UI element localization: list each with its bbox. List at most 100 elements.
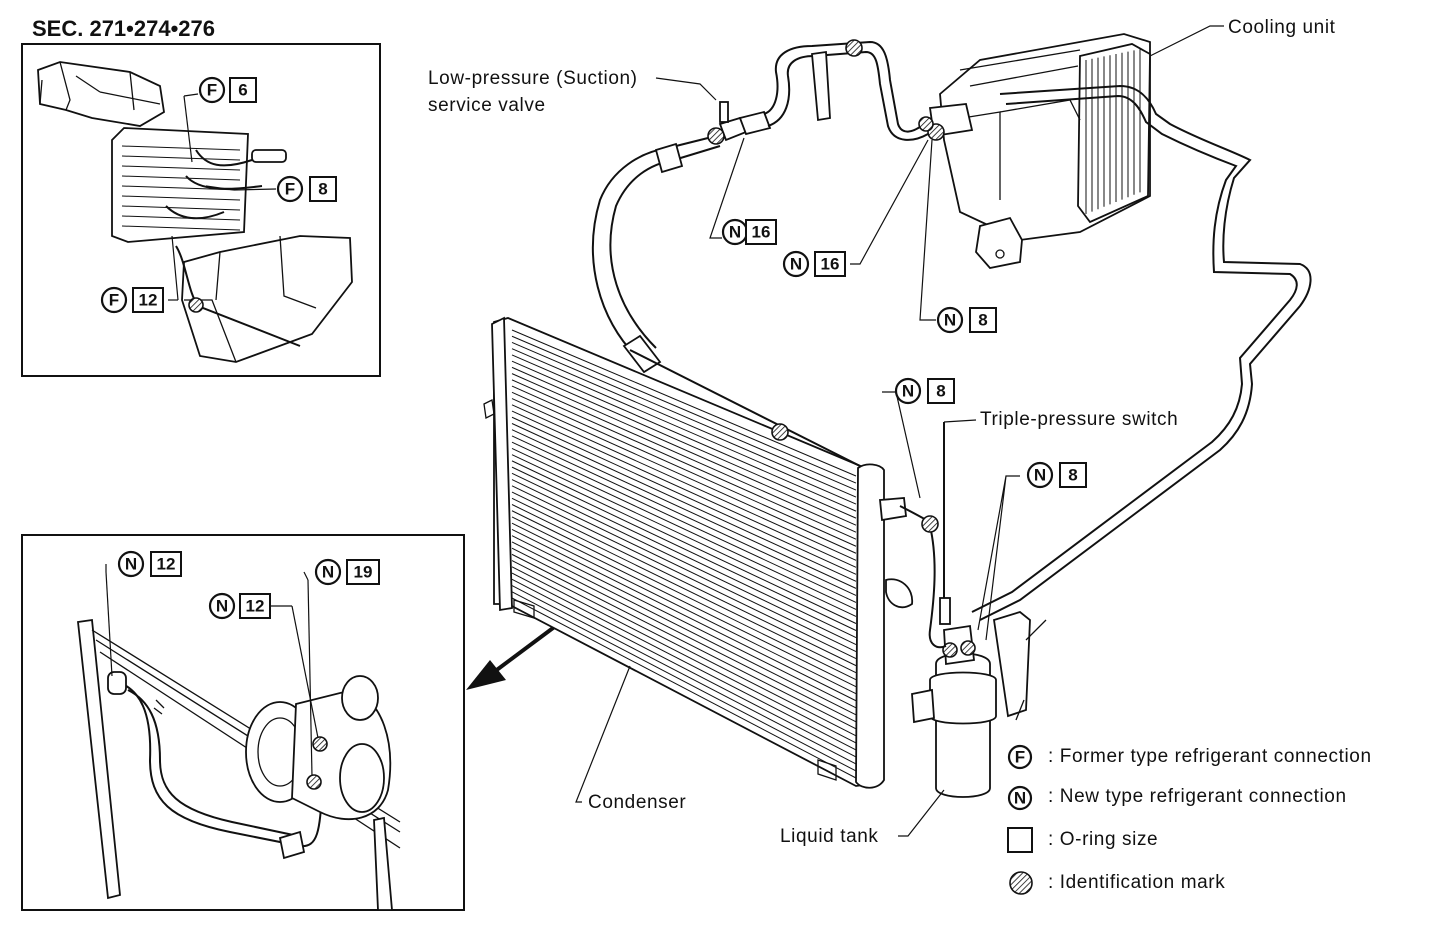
- condenser-fin-line: [511, 423, 857, 582]
- condenser-fin-line: [511, 335, 857, 484]
- callout-n12-right-size: 12: [246, 597, 265, 616]
- callout-n19-size: 19: [354, 563, 373, 582]
- condenser-fin-line: [511, 454, 857, 617]
- label-triple-pressure-switch: Triple-pressure switch: [980, 409, 1178, 430]
- liquid-tank-bracket: [929, 671, 997, 725]
- cooling-unit-fins: [1085, 49, 1141, 214]
- condenser-fin-line: [511, 429, 857, 589]
- cooling-unit-motor: [975, 216, 1023, 269]
- callout-n8-condenser-letter: N: [902, 382, 914, 401]
- cooling-unit-evaporator: [1077, 43, 1151, 224]
- callout-n16-unit-letter: N: [790, 255, 802, 274]
- callout-n12-left-letter: N: [125, 555, 137, 574]
- condenser-fin-line: [511, 360, 857, 512]
- condenser-fin-line: [511, 348, 857, 498]
- condenser-fin-line: [511, 435, 857, 596]
- callout-n16-valve-size: 16: [752, 223, 771, 242]
- callout-n8-tank-size: 8: [1068, 466, 1077, 485]
- callout-f6-letter: F: [207, 81, 217, 100]
- condenser-fin-line: [511, 379, 857, 533]
- condenser: [483, 316, 913, 789]
- condenser-fin-line: [511, 416, 857, 575]
- callout-n8-condenser-size: 8: [936, 382, 945, 401]
- callout-n16-unit: N 16: [782, 250, 846, 278]
- legend-o-ring: : O-ring size: [1007, 827, 1158, 853]
- condenser-fin-line: [511, 447, 857, 610]
- condenser-left-tank: [491, 316, 513, 612]
- condenser-fins: [511, 329, 857, 779]
- condenser-fin-line: [511, 391, 857, 547]
- callout-n19-letter: N: [322, 563, 334, 582]
- inset-top-frame: [21, 43, 381, 377]
- condenser-fin-line: [511, 404, 857, 561]
- legend-new-text: : New type refrigerant connection: [1048, 786, 1347, 807]
- condenser-fin-line: [511, 366, 857, 519]
- condenser-fin-line: [511, 591, 857, 772]
- condenser-fin-line: [511, 572, 857, 751]
- legend-id-mark: : Identification mark: [1009, 871, 1225, 895]
- callout-f12-size: 12: [139, 291, 158, 310]
- inset-condenser-edge: [77, 618, 121, 900]
- callout-n8-unit-letter: N: [944, 311, 956, 330]
- callout-f12: F 12: [100, 235, 179, 314]
- condenser-outlet-id-mark: [921, 515, 939, 533]
- callout-n12-right-letter: N: [216, 597, 228, 616]
- callout-n12-right: N 12: [208, 592, 319, 739]
- condenser-fin-line: [511, 585, 857, 765]
- label-low-pressure-line1: Low-pressure (Suction): [428, 68, 638, 89]
- condenser-fin-line: [511, 485, 857, 653]
- legend-former-text: : Former type refrigerant connection: [1048, 746, 1372, 767]
- condenser-fin-line: [511, 398, 857, 554]
- liquid-tank: [911, 422, 1047, 798]
- condenser-fin-line: [511, 535, 857, 709]
- callout-f8-letter: F: [285, 180, 295, 199]
- tank-id-mark-1: [942, 642, 958, 658]
- inset-id-mark: [188, 297, 204, 313]
- callout-n8-unit-size: 8: [978, 311, 987, 330]
- condenser-fin-line: [511, 504, 857, 674]
- callout-n16-unit-size: 16: [821, 255, 840, 274]
- inset-compressor-detail: N 12 N 12 N 19: [21, 534, 465, 911]
- cooling-unit: [918, 33, 1151, 269]
- label-low-pressure-line2: service valve: [428, 95, 546, 116]
- label-condenser: Condenser: [588, 792, 686, 813]
- inset-evaporator: [111, 127, 249, 243]
- condenser-fin-line: [511, 566, 857, 744]
- legend-former-type: F : Former type refrigerant connection: [1007, 744, 1372, 770]
- compressor-id-mark-1: [312, 736, 328, 752]
- valve-id-mark: [707, 127, 725, 145]
- condenser-fin-line: [511, 410, 857, 568]
- blower-housing: [37, 61, 165, 127]
- condenser-fin-line: [511, 528, 857, 702]
- condenser-fin-line: [511, 373, 857, 526]
- callout-n19: N 19: [303, 558, 380, 777]
- legend-oring-text: : O-ring size: [1048, 829, 1158, 850]
- callout-n8-tank-letter: N: [1034, 466, 1046, 485]
- label-liquid-tank: Liquid tank: [780, 826, 879, 847]
- condenser-fin-line: [511, 516, 857, 688]
- legend-new-symbol: N: [1014, 789, 1026, 808]
- callout-n12-left: N 12: [105, 550, 182, 677]
- label-cooling-unit: Cooling unit: [1228, 17, 1336, 38]
- inset-lower-case: [181, 235, 353, 363]
- condenser-fin-line: [511, 553, 857, 730]
- condenser-id-mark: [771, 423, 789, 441]
- condenser-fin-line: [511, 354, 857, 505]
- legend-new-type: N : New type refrigerant connection: [1007, 785, 1347, 811]
- inset-cooling-unit-detail: F 6 F 8 F 12: [21, 43, 381, 377]
- condenser-right-tank: [855, 463, 885, 789]
- legend-hatched-circle-icon: [1009, 871, 1033, 895]
- compressor-id-mark-2: [306, 774, 322, 790]
- condenser-fin-line: [511, 460, 857, 624]
- condenser-fin-line: [511, 329, 857, 477]
- condenser-fin-line: [511, 522, 857, 695]
- callout-f12-letter: F: [109, 291, 119, 310]
- callout-f6-size: 6: [238, 81, 247, 100]
- callout-n8-unit: N 8: [936, 306, 997, 334]
- callout-f8: F 8: [205, 175, 337, 203]
- condenser-fin-line: [511, 597, 857, 779]
- condenser-fin-line: [511, 560, 857, 737]
- callout-n8-tank: N 8: [1026, 461, 1087, 489]
- tank-id-mark-2: [960, 640, 976, 656]
- inset-bottom-frame: [21, 534, 465, 911]
